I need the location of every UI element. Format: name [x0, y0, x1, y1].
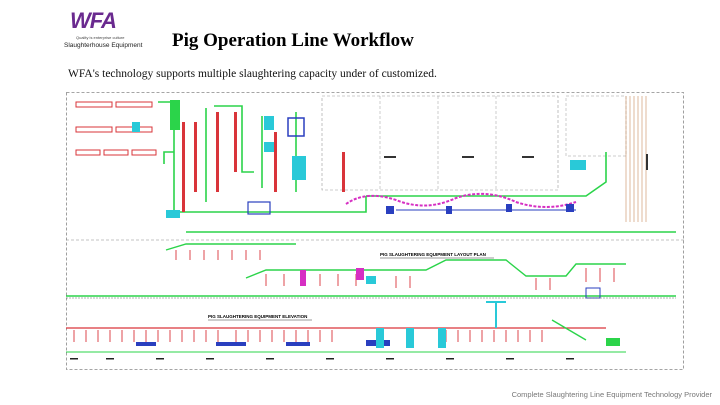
elevation-label: PIG SLAUGHTERING EQUIPMENT ELEVATION [208, 314, 307, 319]
logo-tagline: Quality is enterprise culture [76, 35, 125, 40]
plan-view [75, 95, 676, 233]
footer-tagline: Complete Slaughtering Line Equipment Tec… [511, 390, 712, 399]
logo-mark: WFA [70, 8, 117, 33]
page-title: Pig Operation Line Workflow [172, 30, 414, 51]
page-subtitle: WFA's technology supports multiple slaug… [68, 68, 437, 80]
layout-plan-section: PIG SLAUGHTERING EQUIPMENT LAYOUT PLAN [66, 243, 676, 299]
cad-layout-drawing: PIG SLAUGHTERING EQUIPMENT LAYOUT PLAN P… [66, 92, 684, 370]
logo-company-line: Slaughterhouse Equipment [64, 42, 143, 49]
company-logo: WFA Quality is enterprise culture Slaugh… [64, 8, 148, 52]
elevation-section: PIG SLAUGHTERING EQUIPMENT ELEVATION [66, 301, 626, 360]
layout-plan-label: PIG SLAUGHTERING EQUIPMENT LAYOUT PLAN [380, 252, 486, 257]
